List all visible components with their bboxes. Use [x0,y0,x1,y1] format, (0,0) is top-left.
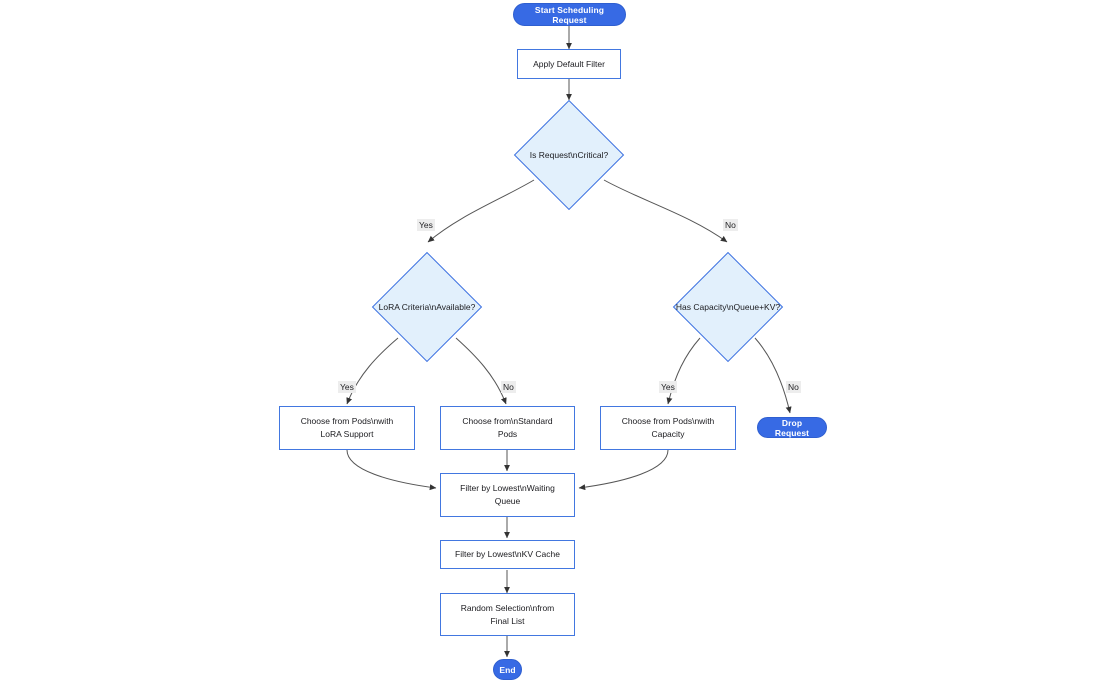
node-choose-standard-pods-line2: Pods [497,429,518,439]
node-end-label: End [499,664,516,675]
node-drop-request[interactable]: Drop Request [757,417,827,438]
node-apply-default-filter[interactable]: Apply Default Filter [517,49,621,79]
edge-label-capacity-no: No [786,381,801,393]
node-filter-waiting-queue-line2: Queue [494,496,521,506]
edge-podscap-queue [578,449,669,491]
node-random-selection-line2: Final List [490,615,525,626]
edge-label-critical-no: No [723,219,738,231]
node-choose-pods-capacity-line2: Capacity [651,429,685,439]
edge-label-lora-no: No [501,381,516,393]
node-choose-pods-lora-support[interactable]: Choose from Pods\nwith LoRA Support [279,406,415,450]
node-end[interactable]: End [493,659,522,680]
node-has-capacity-queue-kv[interactable]: Has Capacity\nQueue+KV? [672,251,784,363]
node-random-selection[interactable]: Random Selection\nfrom Final List [440,593,575,636]
node-choose-standard-pods-line1: Choose from\nStandard [462,416,553,426]
node-lora-criteria-available-label: LoRA Criteria\nAvailable? [378,301,476,312]
node-is-request-critical-label: Is Request\nCritical? [529,149,609,160]
node-filter-kv-cache[interactable]: Filter by Lowest\nKV Cache [440,540,575,569]
node-has-capacity-queue-kv-label: Has Capacity\nQueue+KV? [675,301,781,312]
node-choose-standard-pods[interactable]: Choose from\nStandard Pods [440,406,575,450]
edge-podslora-queue [346,449,437,491]
node-start-label: Start Scheduling Request [534,4,605,25]
node-start[interactable]: Start Scheduling Request [513,3,626,26]
node-filter-waiting-queue-line1: Filter by Lowest\nWaiting [460,483,555,493]
edge-label-lora-yes: Yes [338,381,356,393]
node-filter-waiting-queue[interactable]: Filter by Lowest\nWaiting Queue [440,473,575,517]
node-apply-default-filter-label: Apply Default Filter [533,58,605,69]
node-choose-pods-capacity[interactable]: Choose from Pods\nwith Capacity [600,406,736,450]
node-choose-pods-lora-support-line1: Choose from Pods\nwith [300,416,394,426]
node-choose-pods-capacity-line1: Choose from Pods\nwith [621,416,715,426]
node-filter-kv-cache-label: Filter by Lowest\nKV Cache [455,549,560,559]
node-drop-request-label: Drop Request [774,417,810,438]
node-is-request-critical[interactable]: Is Request\nCritical? [513,99,625,211]
node-choose-pods-lora-support-line2: LoRA Support [320,429,374,439]
node-lora-criteria-available[interactable]: LoRA Criteria\nAvailable? [371,251,483,363]
edge-label-capacity-yes: Yes [659,381,677,393]
node-random-selection-line1: Random Selection\nfrom [460,602,555,613]
edge-label-critical-yes: Yes [417,219,435,231]
